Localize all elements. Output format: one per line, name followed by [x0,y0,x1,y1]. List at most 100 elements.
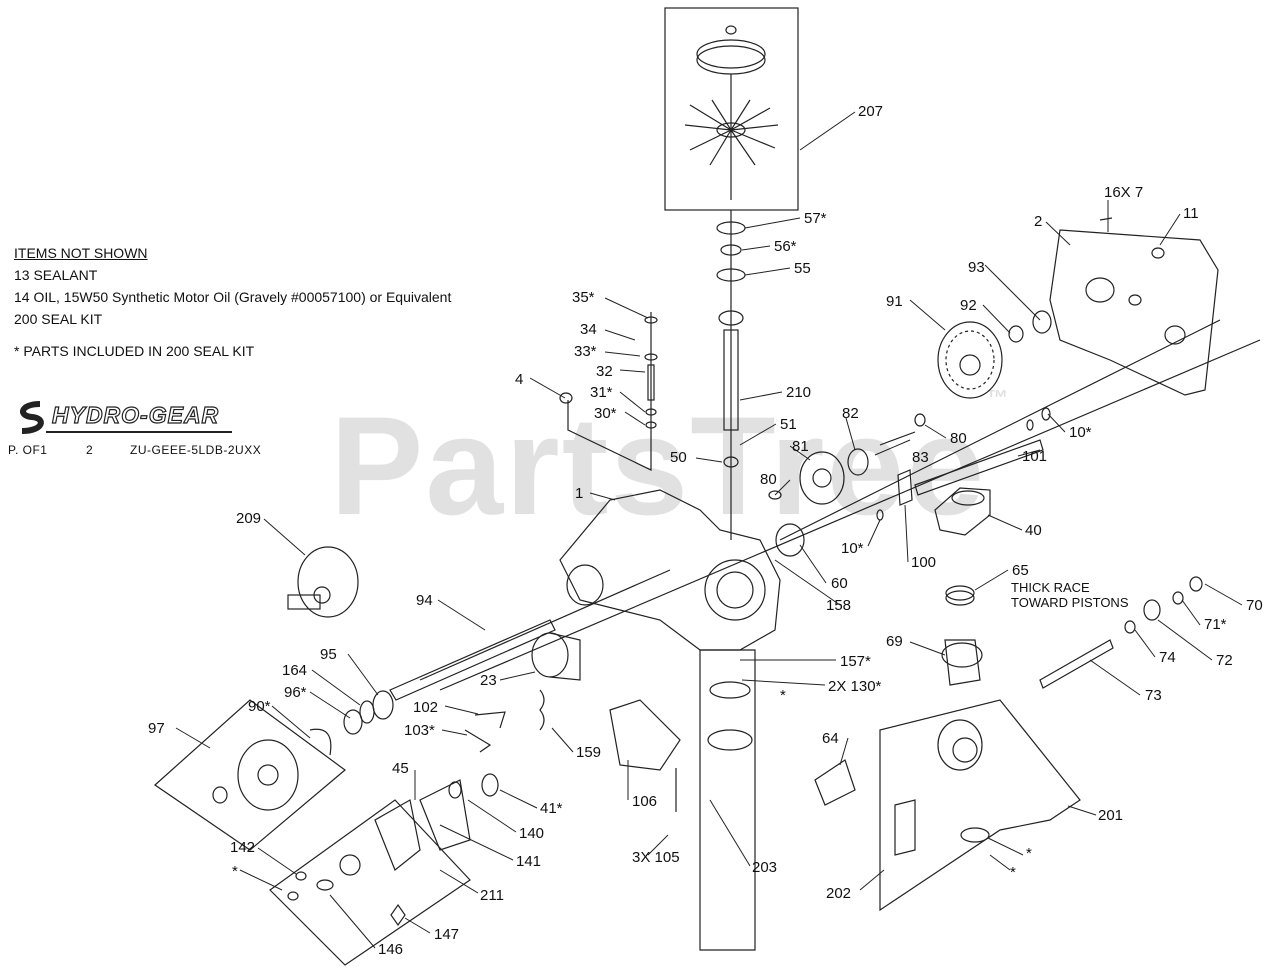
swashplate [934,487,991,536]
logo-swoosh-icon [20,401,232,434]
callout-41: 41* [540,800,563,817]
watermark-tm: ™ [986,385,1011,410]
callout-55: 55 [794,260,811,277]
side-cover [1049,229,1219,396]
callout-80a: 80 [950,430,967,447]
bracket-kit-box [269,799,471,966]
wheel-hub [297,546,359,618]
pulley-rim [696,39,766,69]
callout-203: 203 [752,859,777,876]
callout-4: 4 [515,371,523,388]
grease-fitting [390,903,406,927]
brake-shaft [914,439,1044,496]
callout-82: 82 [842,405,859,422]
hydro-gear-logo: HYDRO-GEAR [10,400,235,436]
callout-16x7: 16X 7 [1104,184,1143,201]
callout-158: 158 [826,597,851,614]
thick-race-note-1: THICK RACE [1011,580,1090,595]
callout-74: 74 [1159,649,1176,666]
callout-30: 30* [594,405,617,422]
items-not-shown-notes: ITEMS NOT SHOWN 13 SEALANT 14 OIL, 15W50… [14,242,451,362]
main-housing [559,489,781,651]
page-number: 2 [86,443,94,457]
spring [539,689,545,731]
callout-2x130: 2X 130* [828,678,882,695]
callout-96: 96* [284,684,307,701]
bull-gear [937,321,1003,399]
callout-57: 57* [804,210,827,227]
callout-97: 97 [148,720,165,737]
piston-set [814,759,856,806]
callout-labels: 207 57* 56* 55 16X 7 2 11 93 91 92 35* 3… [148,103,1263,958]
cylinder-block [944,639,981,686]
callout-star-d: * [232,863,238,880]
callout-1: 1 [575,485,583,502]
bearing [718,310,744,326]
callout-141: 141 [516,853,541,870]
callout-142: 142 [230,839,255,856]
callout-star-b: * [1026,845,1032,862]
check-valve-card [894,799,916,856]
callout-31: 31* [590,384,613,401]
model-number: ZU-GEEE-5LDB-2UXX [130,443,262,457]
seal [723,456,739,468]
callout-140: 140 [519,825,544,842]
callout-65: 65 [1012,562,1029,579]
pump-kit-box [879,699,1081,912]
callout-34: 34 [580,321,597,338]
callout-146: 146 [378,941,403,958]
spur-gear [799,451,845,505]
input-shaft [723,329,739,431]
watermark: PartsTree™ [330,385,1010,547]
callout-10a: 10* [1069,424,1092,441]
callout-210: 210 [786,384,811,401]
callout-83: 83 [912,449,929,466]
pulley [696,45,766,75]
callout-23: 23 [480,672,497,689]
callout-40: 40 [1025,522,1042,539]
callout-209: 209 [236,510,261,527]
axle [389,619,556,701]
callout-211: 211 [480,887,504,904]
logo-text: HYDRO-GEAR [51,401,220,428]
callout-157: 157* [840,653,871,670]
callout-164: 164 [282,662,307,679]
callout-147: 147 [434,926,459,943]
callout-10b: 10* [841,540,864,557]
bracket [609,699,681,771]
notes-line: 14 OIL, 15W50 Synthetic Motor Oil (Grave… [14,289,452,305]
callout-73: 73 [1145,687,1162,704]
callout-69: 69 [886,633,903,650]
callout-51: 51 [780,416,797,433]
callout-202: 202 [826,885,851,902]
callout-90: 90* [248,698,271,715]
callout-80b: 80 [760,471,777,488]
hub-kit-box [154,699,346,851]
diagram-linework [154,7,1261,966]
callout-35: 35* [572,289,595,306]
callout-11: 11 [1183,205,1199,222]
callout-103: 103* [404,722,435,739]
callout-159: 159 [576,744,601,761]
callout-207: 207 [858,103,883,120]
pulley-nut [725,25,737,35]
notes-line: 200 SEAL KIT [14,311,103,327]
callout-star-a: * [780,687,786,704]
callout-star-c: * [1010,864,1016,881]
oil-filter [531,632,569,678]
callout-3x105: 3X 105 [632,849,680,866]
callout-72: 72 [1216,652,1233,669]
notes-line: 13 SEALANT [14,267,98,283]
callout-100: 100 [911,554,936,571]
callout-32: 32 [596,363,613,380]
callout-60: 60 [831,575,848,592]
callout-71: 71* [1204,616,1227,633]
callout-92: 92 [960,297,977,314]
callout-50: 50 [670,449,687,466]
callout-45: 45 [392,760,409,777]
callout-106: 106 [632,793,657,810]
callout-56: 56* [774,238,797,255]
thick-race-note-2: TOWARD PISTONS [1011,595,1129,610]
callout-64: 64 [822,730,839,747]
callout-201: 201 [1098,807,1123,824]
